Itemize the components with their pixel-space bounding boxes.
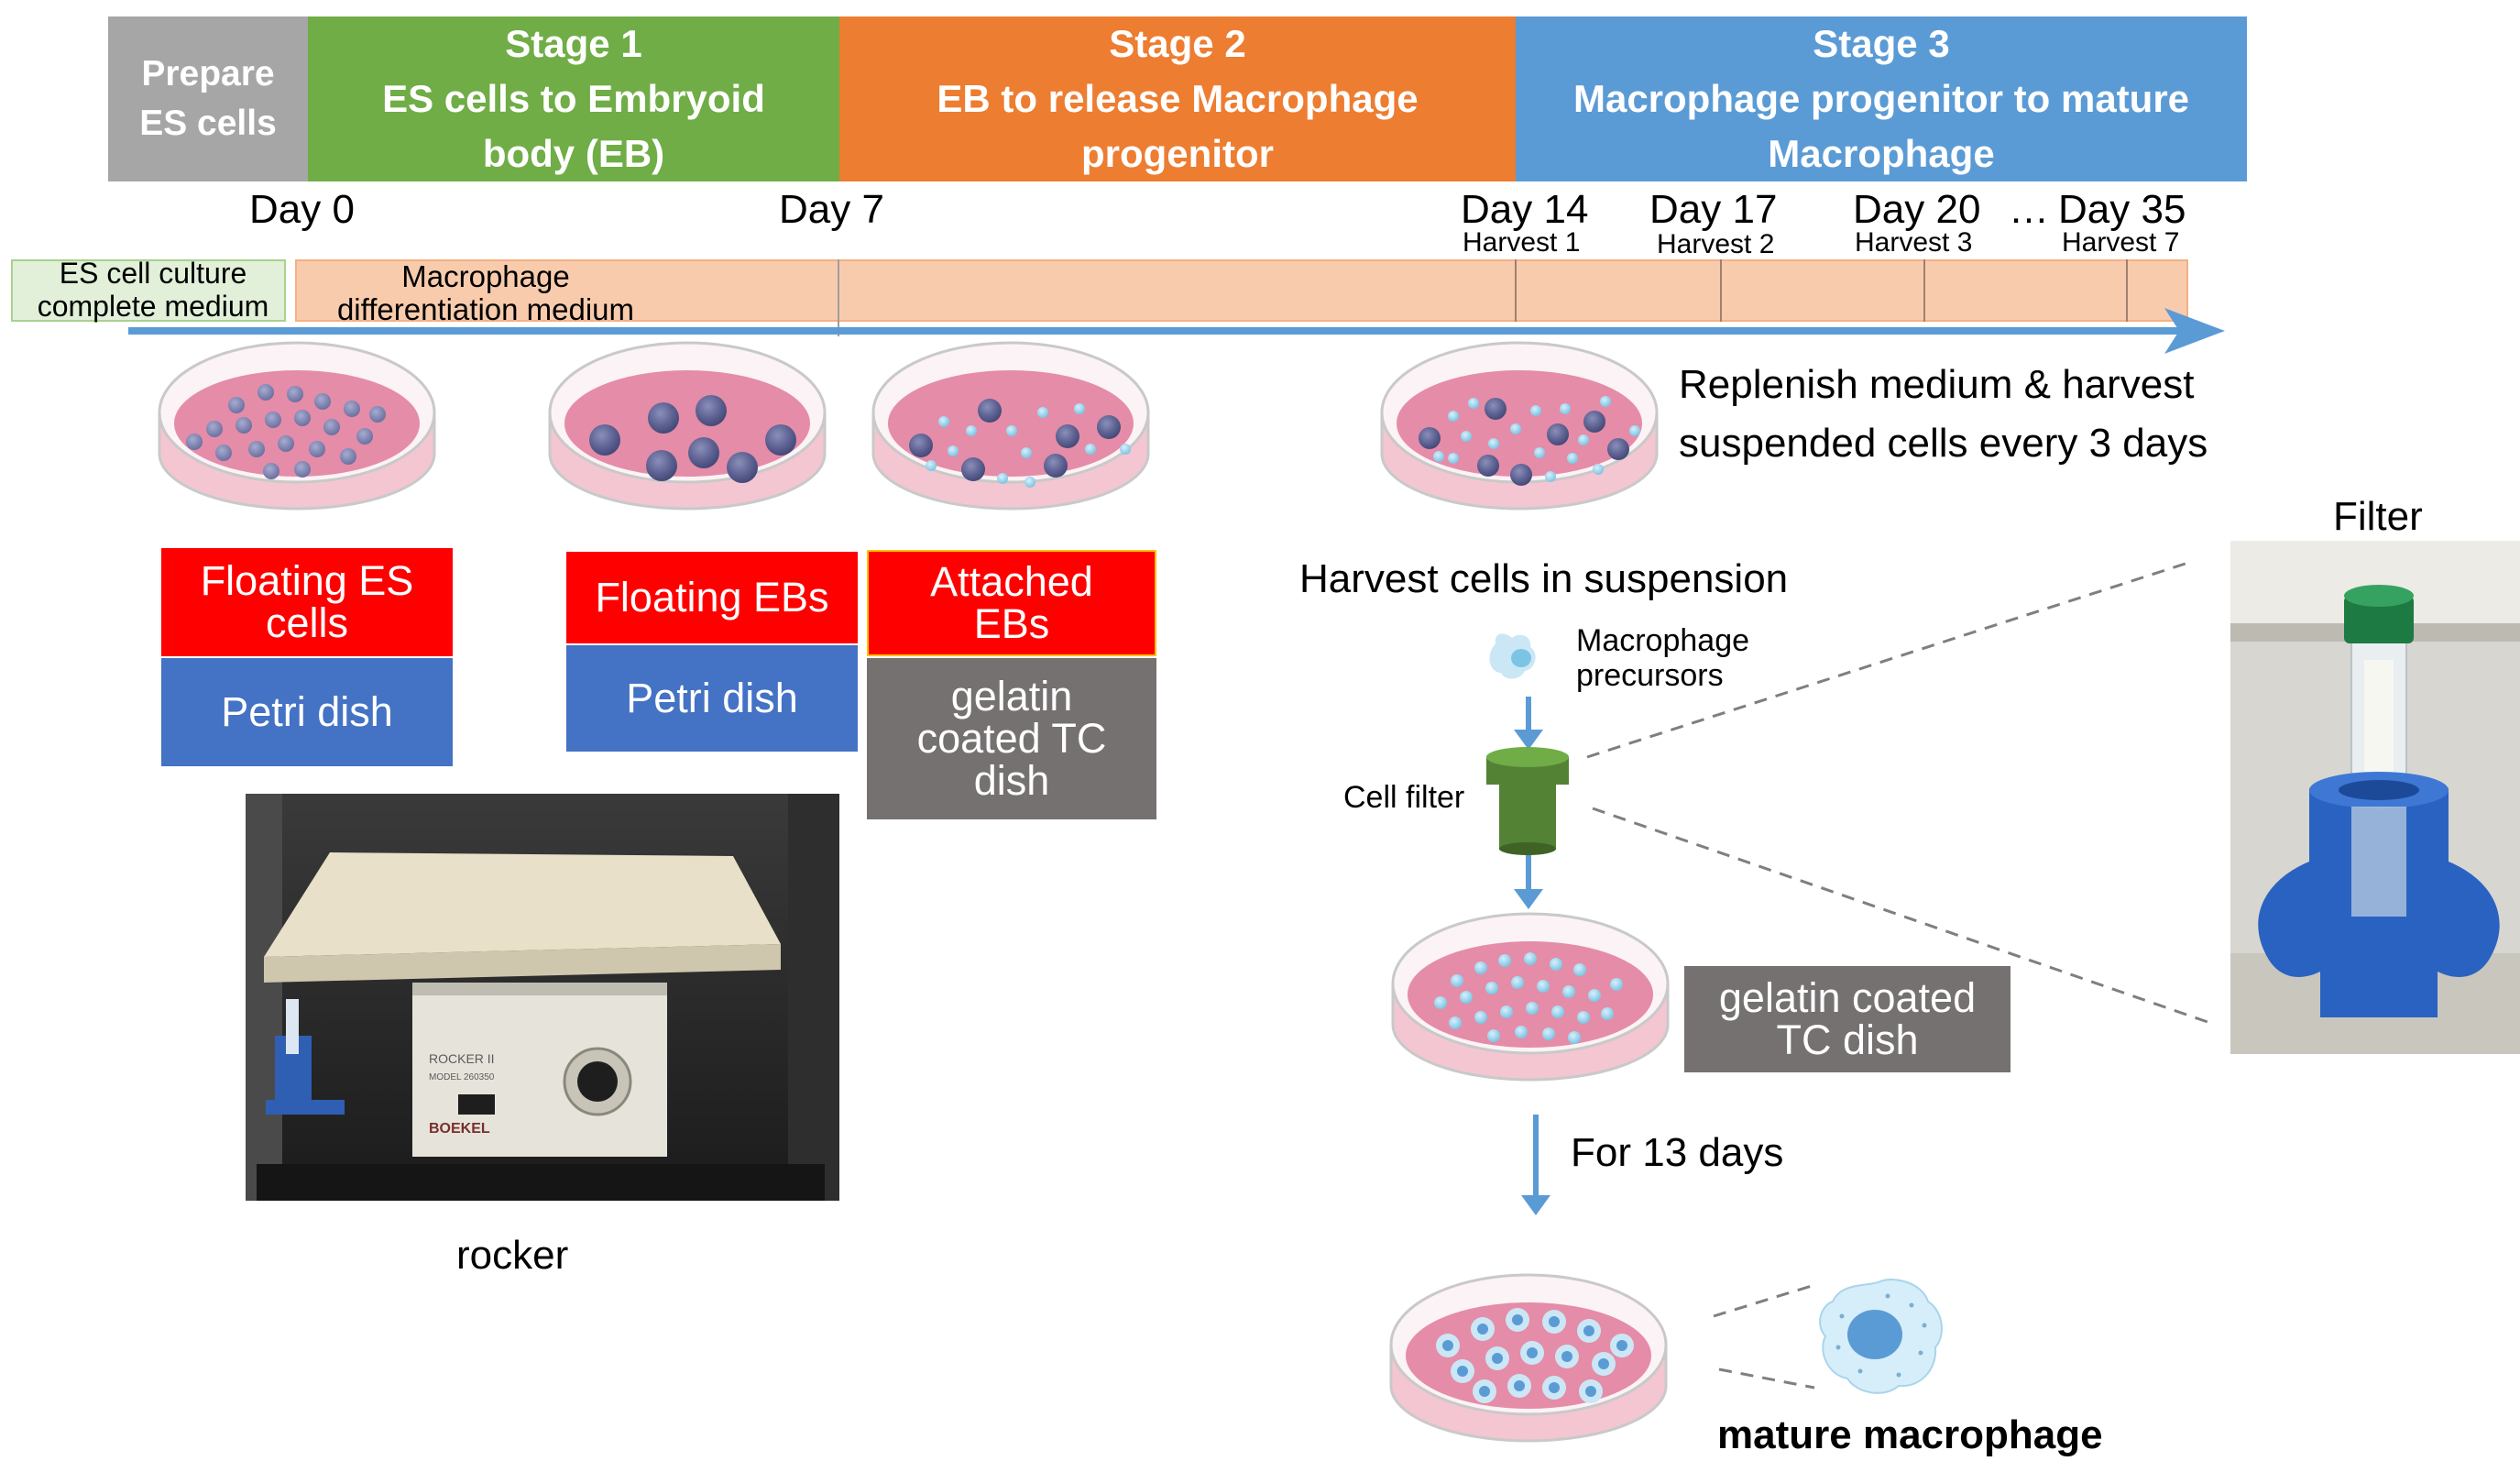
- day-17-label: Day 17: [1649, 187, 1778, 232]
- precursors-line2: precursors: [1576, 658, 1724, 693]
- gelatin-1-line2: coated TC: [916, 715, 1107, 762]
- rocker-photo: [246, 794, 839, 1201]
- replenish-text: Replenish medium & harvest suspended cel…: [1679, 356, 2208, 473]
- mature-macrophage-icon: [1819, 1279, 1943, 1394]
- stage-2-title: Stage 2: [1109, 22, 1246, 65]
- floating-ebs-label: Floating EBs: [566, 552, 858, 643]
- macrophage-zoom-lines: [1713, 1283, 1815, 1390]
- macrophage-precursor-icon: [1489, 633, 1536, 679]
- gelatin-coated-label-2: gelatin coated TC dish: [1684, 966, 2011, 1072]
- flow-arrows: [1526, 697, 1539, 1201]
- floating-ebs-text: Floating EBs: [595, 574, 829, 621]
- precursors-line1: Macrophage: [1576, 623, 1750, 658]
- rocker-caption: rocker: [456, 1233, 569, 1278]
- medium-divider-day35: [2126, 259, 2128, 322]
- attached-ebs-line2: EBs: [973, 600, 1050, 647]
- macrophage-precursors-text: Macrophage precursors: [1576, 623, 1749, 693]
- stage-1-desc-line1: ES cells to Embryoid: [382, 77, 765, 120]
- mac-medium-line2: differentiation medium: [336, 292, 635, 326]
- filter-title: Filter: [2333, 494, 2423, 539]
- replenish-line2: suspended cells every 3 days: [1679, 421, 2208, 466]
- timeline-arrow: [128, 308, 2225, 354]
- gelatin-2-line2: TC dish: [1776, 1016, 1919, 1063]
- floating-es-cells-label: Floating ES cells: [161, 548, 453, 656]
- stage-1-title: Stage 1: [505, 22, 642, 65]
- mac-medium-line1: Macrophage: [401, 259, 570, 293]
- floating-es-line2: cells: [265, 599, 349, 646]
- flow-arrowheads: [1514, 730, 1550, 1215]
- es-medium-text: ES cell culture complete medium: [11, 257, 295, 323]
- petri-dish-2-text: Petri dish: [626, 675, 798, 721]
- harvest-1-label: Harvest 1: [1463, 227, 1581, 258]
- attached-ebs-line1: Attached: [930, 558, 1093, 605]
- stage-3-desc-line1: Macrophage progenitor to mature: [1572, 77, 2190, 120]
- replenish-line1: Replenish medium & harvest: [1679, 362, 2195, 407]
- day-ellipsis-label: …: [2009, 187, 2049, 232]
- gelatin-coated-label-1: gelatin coated TC dish: [867, 658, 1156, 819]
- embryoid-body-cluster: [589, 395, 796, 483]
- petri-dish-es-cells: [158, 341, 436, 511]
- stage-2-header: Stage 2 EB to release Macrophage progeni…: [839, 16, 1516, 181]
- filter-photo: [2230, 541, 2520, 1054]
- stage-3-desc-line2: Macrophage: [1768, 132, 1995, 175]
- es-medium-line1: ES cell culture: [59, 257, 247, 290]
- harvest-7-label: Harvest 7: [2062, 227, 2180, 258]
- attached-eb-cluster: [909, 399, 1131, 488]
- medium-divider-day7: [838, 259, 839, 336]
- rocker-maker-text: BOEKEL: [429, 1121, 490, 1137]
- petri-dish-label-1: Petri dish: [161, 658, 453, 766]
- stage-prepare-header: Prepare ES cells: [108, 16, 308, 181]
- rocker-brand-text: ROCKER II: [429, 1051, 495, 1066]
- harvest-3-label: Harvest 3: [1855, 227, 1973, 258]
- harvest-2-label: Harvest 2: [1657, 229, 1775, 259]
- harvest-dish: [1380, 341, 1659, 511]
- stage-1-header: Stage 1 ES cells to Embryoid body (EB): [308, 16, 839, 181]
- filter-zoom-lines: [1586, 559, 2211, 1025]
- petri-dish-1-text: Petri dish: [221, 688, 393, 735]
- medium-divider-day14: [1515, 259, 1517, 322]
- for-13-days-text: For 13 days: [1571, 1130, 1784, 1175]
- mature-macrophage-text: mature macrophage: [1717, 1412, 2103, 1457]
- day-20-label: Day 20: [1853, 187, 1981, 232]
- stage-1-desc-line2: body (EB): [482, 132, 665, 175]
- rocker-model-text: MODEL 260350: [429, 1072, 495, 1082]
- precursor-cell-cluster: [1434, 952, 1623, 1044]
- harvest-cell-cluster: [1419, 396, 1640, 486]
- medium-divider-day20: [1923, 259, 1925, 322]
- stage-2-desc-line1: EB to release Macrophage: [937, 77, 1419, 120]
- day-0-label: Day 0: [249, 187, 355, 232]
- stage-3-header: Stage 3 Macrophage progenitor to mature …: [1516, 16, 2247, 181]
- stage-prepare-line2: ES cells: [139, 104, 277, 143]
- gelatin-1-line1: gelatin: [950, 673, 1073, 720]
- es-cell-cluster: [186, 384, 386, 479]
- stage-3-title: Stage 3: [1813, 22, 1950, 65]
- attached-ebs-label: Attached EBs: [867, 550, 1156, 656]
- gelatin-1-line3: dish: [973, 757, 1050, 804]
- petri-dish-label-2: Petri dish: [566, 645, 858, 752]
- stage-prepare-line1: Prepare: [141, 54, 275, 93]
- cell-filter-icon: [1486, 747, 1569, 855]
- floating-es-line1: Floating ES: [200, 557, 414, 604]
- gelatin-2-line1: gelatin coated: [1718, 974, 1977, 1021]
- es-medium-bar: [11, 259, 286, 322]
- stage-2-desc-line2: progenitor: [1081, 132, 1274, 175]
- es-medium-line2: complete medium: [37, 290, 269, 323]
- cell-filter-text: Cell filter: [1343, 780, 1465, 815]
- day-7-label: Day 7: [779, 187, 884, 232]
- mature-macrophage-cluster: [1436, 1308, 1634, 1403]
- medium-divider-day17: [1720, 259, 1722, 322]
- gelatin-dish-precursors: [1391, 912, 1670, 1082]
- macrophage-medium-bar: [295, 259, 2188, 322]
- day-14-label: Day 14: [1461, 187, 1589, 232]
- day-35-label: Day 35: [2058, 187, 2186, 232]
- harvest-cells-text: Harvest cells in suspension: [1299, 556, 1789, 601]
- macrophage-medium-text: Macrophage differentiation medium: [302, 260, 669, 326]
